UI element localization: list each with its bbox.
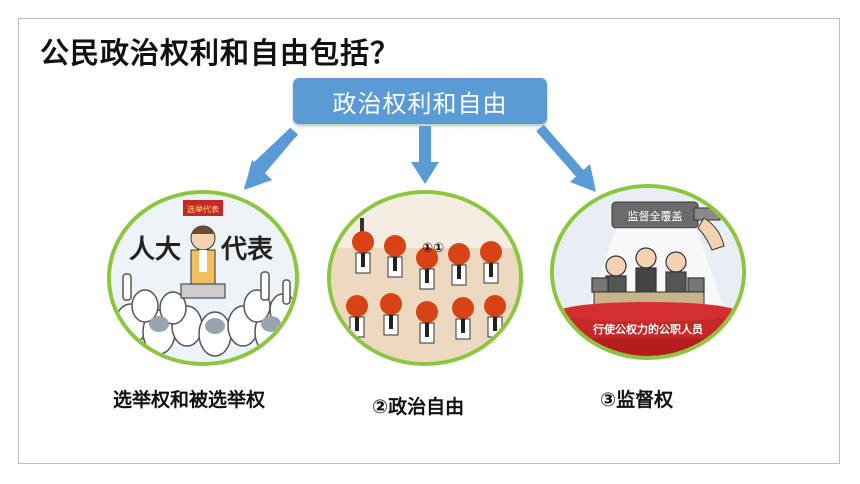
arrow-middle-head [411,162,439,184]
topic-box: 政治权利和自由 [293,78,547,124]
illustration-election: 选举代表 人大 代表 [107,190,299,366]
sign-left-text: 人大 [129,235,181,265]
figure [352,218,374,274]
caption-political-freedom: ②政治自由 [372,396,465,418]
caption-supervision-right: ③监督权 [600,389,674,411]
figure [480,241,502,284]
illustration-political-freedom: ①① [327,190,523,366]
illustration-supervision: 监督全覆盖 行使公权力的公职人员 [550,184,746,360]
figure [416,247,438,290]
figure [380,293,402,336]
figure [346,295,368,338]
topic-label: 政治权利和自由 [332,89,508,118]
sign-right-text: 代表 [220,235,274,265]
arrow-middle [419,126,431,164]
figure [384,235,406,278]
marker-text: ①① [422,241,444,256]
magnifier-text: 监督全覆盖 [628,209,683,223]
arrow-left-head [244,160,272,190]
arrow-right [536,124,586,180]
figure [448,243,470,286]
slide-title: 公民政治权利和自由包括？ [40,36,401,70]
figure [416,301,438,344]
table-sign-text: 行使公权力的公职人员 [592,322,703,336]
caption-election-rights: 选举权和被选举权 [113,389,266,411]
arrow-right-head [570,164,596,192]
banner-text: 选举代表 [187,204,219,214]
figure [452,297,474,340]
